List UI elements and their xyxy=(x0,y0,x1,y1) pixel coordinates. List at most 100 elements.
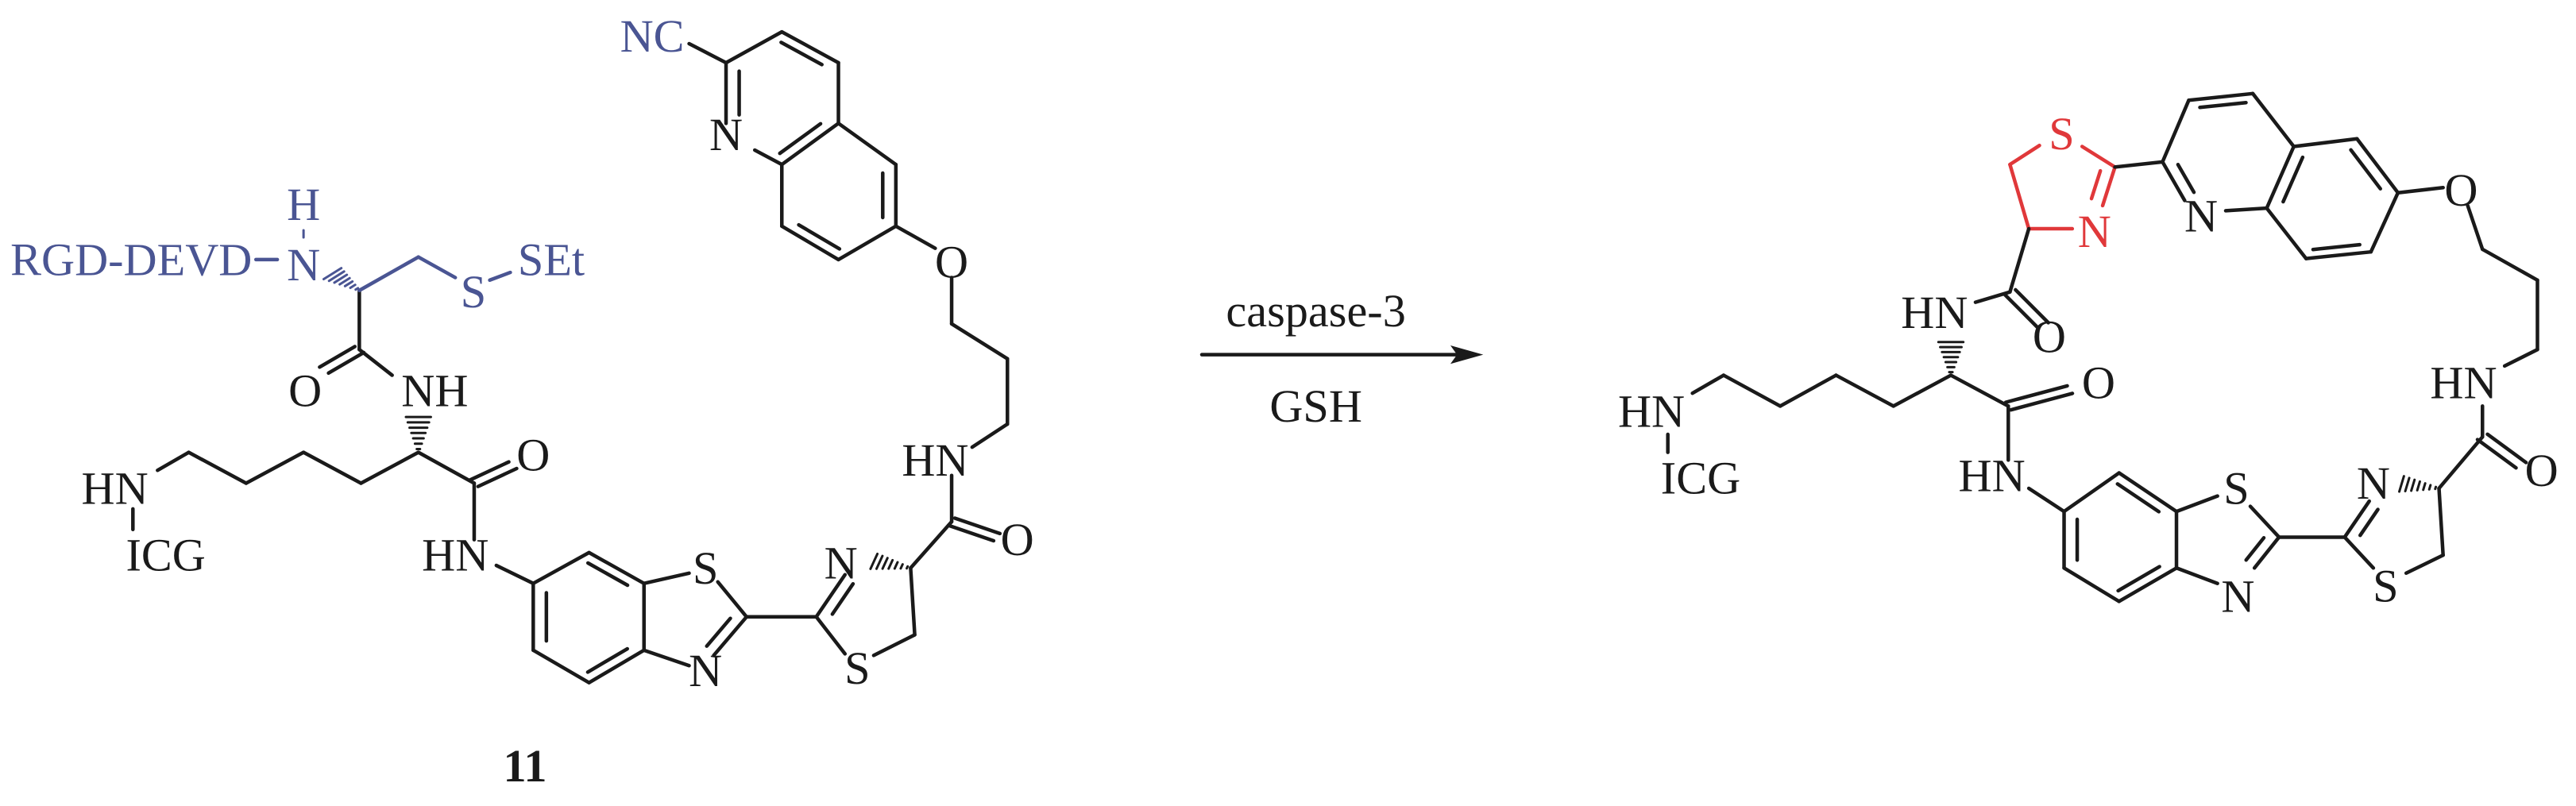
bond xyxy=(714,617,747,656)
atom-label: HN xyxy=(1959,449,2026,501)
bond xyxy=(2006,386,2067,403)
bond xyxy=(2398,187,2443,192)
bond xyxy=(2267,146,2294,208)
atom-label: N xyxy=(2184,190,2218,241)
hashed-bond-segment xyxy=(894,562,898,569)
bond xyxy=(533,650,589,683)
bond xyxy=(2283,157,2303,202)
bond xyxy=(2115,162,2163,167)
atom-label: HN xyxy=(2430,357,2497,409)
atom-label: S xyxy=(693,542,718,594)
atom-label: HN xyxy=(1901,287,1968,338)
bond xyxy=(478,469,517,487)
bond xyxy=(419,453,474,484)
bond xyxy=(589,553,644,584)
atom-label: N xyxy=(709,109,743,160)
bond xyxy=(2118,484,2159,511)
bond xyxy=(2250,507,2279,538)
bond xyxy=(2010,145,2039,164)
hashed-bond-segment xyxy=(345,281,352,286)
bond xyxy=(361,453,418,484)
hashed-bond-segment xyxy=(340,278,350,284)
hashed-bond-segment xyxy=(2405,478,2409,492)
bond xyxy=(817,575,845,617)
atom-label: NH xyxy=(401,364,468,416)
atom-label: O xyxy=(2525,445,2559,496)
hashed-bond-segment xyxy=(350,285,355,288)
reagent-gsh-label: GSH xyxy=(1269,380,1362,432)
bond xyxy=(2482,249,2537,280)
bond xyxy=(2357,139,2398,193)
atom-label: S xyxy=(844,642,870,694)
bond xyxy=(2294,139,2358,147)
bond xyxy=(972,424,1007,447)
bond xyxy=(2313,245,2360,249)
bond xyxy=(755,150,782,164)
bond xyxy=(2010,164,2029,229)
hashed-bond-segment xyxy=(889,560,893,569)
bond xyxy=(490,272,511,280)
bond xyxy=(2119,568,2176,601)
hashed-bond-segment xyxy=(329,272,344,281)
bond xyxy=(780,124,821,153)
bond xyxy=(589,650,644,683)
hashed-bond-segment xyxy=(356,288,358,290)
atom-label: O xyxy=(2444,164,2478,216)
atom-label: O xyxy=(516,429,550,480)
hashed-bond-segment xyxy=(2400,476,2404,492)
hashed-bond-segment xyxy=(907,566,908,568)
bond xyxy=(1693,376,1724,394)
bond xyxy=(1724,376,1780,407)
atom-label: N xyxy=(2221,570,2254,622)
bond xyxy=(2011,393,2072,410)
bond xyxy=(329,353,364,373)
bond xyxy=(1951,376,2008,407)
bond xyxy=(2360,510,2377,536)
hashed-bond-segment xyxy=(882,558,887,569)
bond xyxy=(533,553,589,584)
bond xyxy=(2505,349,2537,366)
bond xyxy=(2306,252,2371,258)
bond xyxy=(952,324,1007,359)
atom-label: N xyxy=(825,537,858,588)
hashed-bond-segment xyxy=(2423,484,2425,490)
hashed-bond-segment xyxy=(871,553,878,569)
compound-number-label: 11 xyxy=(503,740,546,792)
bond xyxy=(2178,164,2194,192)
hashed-bond-segment xyxy=(334,275,347,283)
bond xyxy=(782,226,838,260)
bond xyxy=(644,573,689,584)
bond xyxy=(2254,537,2279,568)
atom-label: O xyxy=(935,237,968,288)
bond xyxy=(718,582,747,617)
atom-label: N xyxy=(287,239,320,291)
atom-label: S xyxy=(461,266,486,318)
atom-label: SEt xyxy=(518,233,585,285)
bond xyxy=(644,650,689,665)
bond xyxy=(470,462,509,480)
bond xyxy=(2478,440,2516,469)
atom-label: O xyxy=(2033,311,2066,363)
bond xyxy=(588,563,628,585)
bond xyxy=(1780,376,1836,407)
bond xyxy=(2176,568,2218,583)
bond xyxy=(189,453,246,484)
bond xyxy=(319,346,354,367)
bond xyxy=(2064,568,2119,601)
bond xyxy=(726,32,782,63)
hashed-bond-segment xyxy=(2412,480,2415,491)
atom-label: HN xyxy=(902,434,968,486)
bond xyxy=(2253,94,2294,147)
bond xyxy=(2226,208,2267,210)
atom-label: N xyxy=(2078,206,2111,257)
bond xyxy=(2200,102,2246,107)
atom-label: HN xyxy=(82,462,149,514)
bond xyxy=(839,123,896,164)
atom-label: NC xyxy=(620,10,685,62)
atom-label: HN xyxy=(422,530,489,581)
reagent-caspase-label: caspase-3 xyxy=(1226,285,1405,337)
atom-label: N xyxy=(689,645,722,696)
